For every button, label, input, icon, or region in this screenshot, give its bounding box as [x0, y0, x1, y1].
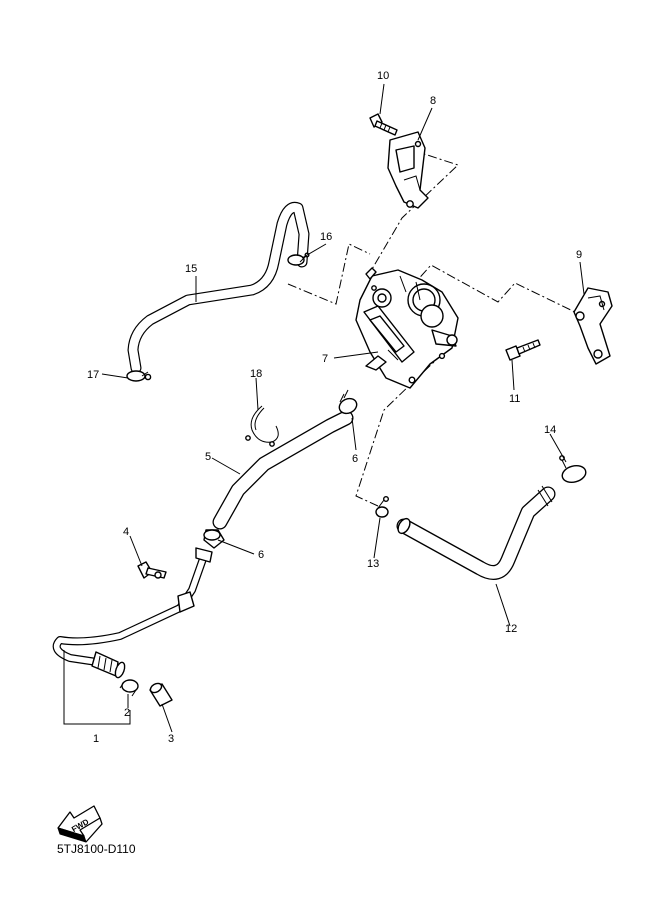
clamp-part-14	[559, 455, 587, 484]
callout-14: 14	[544, 424, 556, 436]
callout-5: 5	[205, 451, 211, 463]
hose-part-5	[212, 410, 354, 530]
fwd-arrow-icon: FWD	[57, 805, 103, 843]
callout-6-lower: 6	[258, 549, 264, 561]
clamp-part-2	[119, 679, 139, 697]
leader-lines	[63, 83, 585, 733]
callout-13: 13	[367, 558, 379, 570]
callout-12: 12	[505, 623, 517, 635]
bracket-part-9	[573, 287, 613, 365]
diagram-code: 5TJ8100-D110	[57, 842, 136, 856]
callouts: 10 8 16 15 17 9 11 7 18 6 5 14 4 6 13 12…	[87, 70, 582, 745]
bolt-part-10	[369, 113, 398, 136]
callout-15: 15	[185, 263, 197, 275]
bolt-part-11	[505, 339, 541, 361]
callout-2: 2	[124, 707, 130, 719]
clip-part-16	[287, 252, 310, 266]
clamp-part-6-lower	[203, 529, 225, 549]
valve-assembly-part-7	[355, 267, 459, 389]
hose-part-12	[396, 485, 556, 580]
callout-3: 3	[168, 733, 174, 745]
bolt-part-4	[137, 561, 167, 579]
clamp-part-6-upper	[338, 389, 358, 415]
callout-1: 1	[93, 733, 99, 745]
clip-part-17	[126, 370, 152, 382]
callout-18: 18	[250, 368, 262, 380]
bracket-part-8	[387, 131, 429, 209]
callout-6-upper: 6	[352, 453, 358, 465]
callout-7: 7	[322, 353, 328, 365]
callout-10: 10	[377, 70, 389, 82]
callout-4: 4	[123, 526, 129, 538]
assembly-reference-lines	[287, 149, 578, 507]
callout-17: 17	[87, 369, 99, 381]
callout-9: 9	[576, 249, 582, 261]
callout-11: 11	[509, 393, 520, 405]
callout-8: 8	[430, 95, 436, 107]
pipe-part-1	[52, 547, 213, 679]
clamp-part-18	[245, 405, 279, 447]
hose-part-15	[127, 201, 310, 374]
callout-16: 16	[320, 231, 332, 243]
cap-part-3	[149, 682, 173, 707]
clip-part-13	[375, 496, 390, 518]
